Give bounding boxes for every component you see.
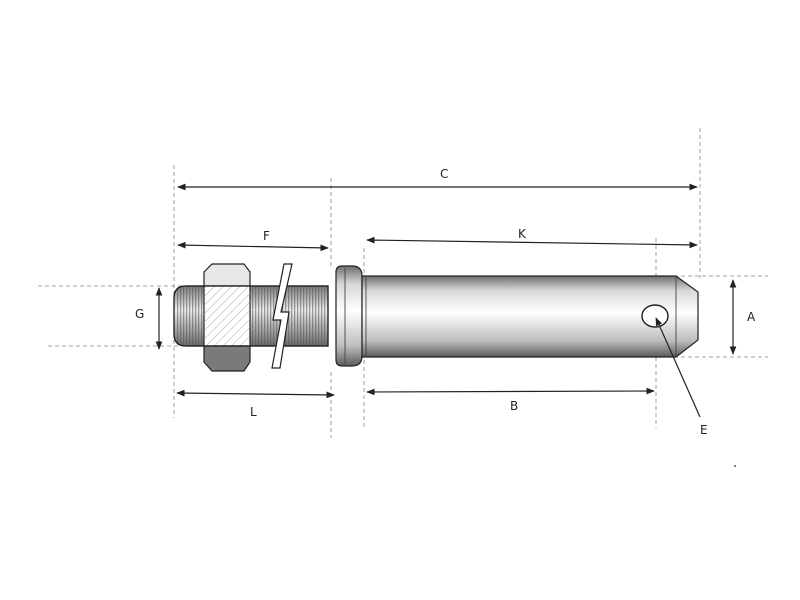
cross-hole — [641, 304, 669, 328]
dim-l — [176, 389, 335, 399]
label-g: G — [135, 307, 144, 321]
label-l: L — [250, 405, 257, 419]
dimension-labels: C F K G A L B E — [135, 167, 756, 437]
pin-body — [361, 275, 699, 358]
collar — [335, 265, 363, 367]
dim-k — [366, 236, 698, 249]
dim-b — [366, 387, 655, 396]
label-c: C — [440, 167, 448, 181]
hex-nut — [203, 263, 251, 372]
dimension-lines — [155, 183, 737, 418]
break-symbol — [271, 263, 293, 369]
threaded-shank — [173, 285, 329, 347]
stray-dot — [734, 465, 736, 467]
label-b: B — [510, 399, 518, 413]
label-f: F — [263, 229, 270, 243]
leader-e — [655, 317, 701, 418]
dim-f — [177, 241, 329, 252]
label-a: A — [747, 310, 756, 324]
label-k: K — [518, 227, 527, 241]
label-e: E — [700, 423, 708, 437]
